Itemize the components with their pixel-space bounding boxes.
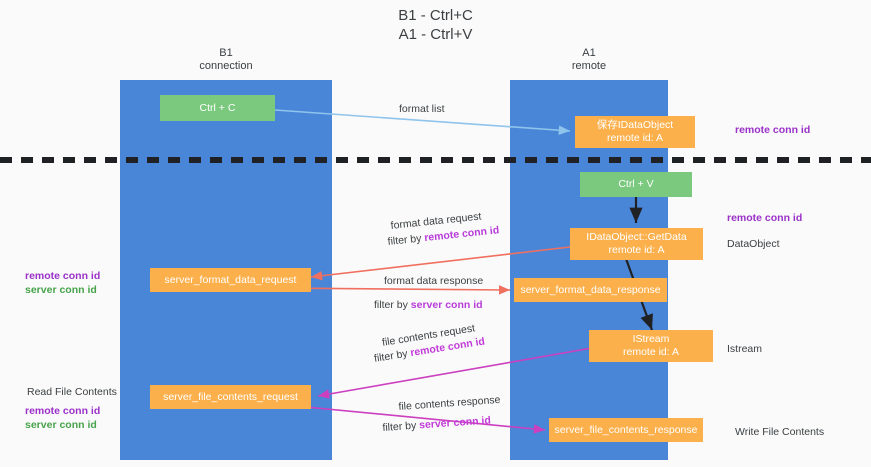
left-label-remote-conn-id-2-text: remote conn id bbox=[25, 405, 101, 417]
node-save-idataobject-line2: remote id: A bbox=[606, 132, 664, 144]
node-server-file-contents-request-label: server_file_contents_request bbox=[163, 390, 298, 403]
node-server-file-contents-response[interactable]: server_file_contents_response bbox=[549, 418, 703, 442]
filter-key-server-conn-id: server conn id bbox=[410, 299, 483, 311]
right-label-remote-conn-id-mid-text: remote conn id bbox=[727, 212, 803, 224]
diagram-title: B1 - Ctrl+C A1 - Ctrl+V bbox=[0, 6, 871, 44]
node-server-format-data-response[interactable]: server_format_data_response bbox=[514, 278, 667, 302]
left-label-server-conn-id-2-text: server conn id bbox=[25, 419, 97, 431]
left-label-server-conn-id-1-text: server conn id bbox=[25, 284, 97, 296]
left-label-server-conn-id-2: server conn id bbox=[25, 418, 97, 432]
lane-header-a1-name: A1 bbox=[582, 47, 596, 59]
left-label-remote-conn-id-2: remote conn id bbox=[25, 404, 100, 418]
node-getdata-line2: remote id: A bbox=[608, 244, 665, 256]
right-label-dataobject-text: DataObject bbox=[727, 238, 780, 250]
node-server-file-contents-response-label: server_file_contents_response bbox=[554, 423, 698, 436]
edge-label-format-list: format list bbox=[399, 102, 445, 116]
edge-label-file-contents-response: file contents response bbox=[398, 393, 501, 414]
right-label-dataobject: DataObject bbox=[727, 237, 780, 251]
node-server-format-data-request[interactable]: server_format_data_request bbox=[150, 268, 311, 292]
right-label-remote-conn-id-top: remote conn id bbox=[735, 123, 810, 137]
node-save-idataobject[interactable]: 保存IDataObject remote id: A bbox=[575, 116, 695, 148]
lane-header-b1-sub: connection bbox=[199, 60, 253, 72]
title-line-2: A1 - Ctrl+V bbox=[398, 26, 473, 43]
filter-key-server-conn-id: server conn id bbox=[418, 414, 492, 432]
lane-header-a1-sub: remote bbox=[571, 60, 607, 72]
node-ctrl-v[interactable]: Ctrl + V bbox=[580, 172, 692, 197]
node-ctrl-c-label: Ctrl + C bbox=[199, 101, 236, 114]
edge-label-format-list-text: format list bbox=[399, 103, 445, 115]
node-server-file-contents-request[interactable]: server_file_contents_request bbox=[150, 385, 311, 409]
edge-label-format-data-response-filter: filter by server conn id bbox=[374, 298, 483, 312]
lane-header-b1: B1 connection bbox=[120, 47, 332, 73]
node-istream-line1: IStream bbox=[632, 333, 670, 345]
node-server-format-data-response-label: server_format_data_response bbox=[520, 283, 661, 296]
node-save-idataobject-line1: 保存IDataObject bbox=[596, 119, 674, 131]
node-idataobject-getdata[interactable]: IDataObject::GetData remote id: A bbox=[570, 228, 703, 260]
node-istream[interactable]: IStream remote id: A bbox=[589, 330, 713, 362]
edge-label-format-data-response: format data response bbox=[384, 274, 483, 288]
node-istream-line2: remote id: A bbox=[622, 346, 680, 358]
left-label-remote-conn-id-1: remote conn id bbox=[25, 269, 100, 283]
right-label-write-file-contents: Write File Contents bbox=[735, 425, 824, 439]
title-line-1: B1 - Ctrl+C bbox=[398, 7, 473, 24]
node-ctrl-c[interactable]: Ctrl + C bbox=[160, 95, 275, 121]
left-label-read-file-contents-text: Read File Contents bbox=[27, 386, 117, 398]
edge-label-file-contents-response-text: file contents response bbox=[398, 393, 501, 413]
node-server-format-data-request-label: server_format_data_request bbox=[164, 273, 297, 286]
edge-label-format-data-response-text: format data response bbox=[384, 275, 484, 287]
right-label-istream-text: Istream bbox=[727, 343, 763, 355]
filter-prefix: filter by bbox=[374, 299, 411, 311]
node-ctrl-v-label: Ctrl + V bbox=[618, 178, 654, 190]
lane-header-a1: A1 remote bbox=[510, 47, 668, 73]
lane-header-b1-name: B1 bbox=[219, 47, 233, 59]
right-label-remote-conn-id-mid: remote conn id bbox=[727, 211, 802, 225]
edge-label-file-contents-response-filter: filter by server conn id bbox=[382, 413, 491, 435]
left-label-remote-conn-id-1-text: remote conn id bbox=[25, 270, 101, 282]
right-label-istream: Istream bbox=[727, 342, 762, 356]
left-label-server-conn-id-1: server conn id bbox=[25, 283, 97, 297]
node-getdata-line1: IDataObject::GetData bbox=[586, 231, 687, 243]
filter-prefix: filter by bbox=[382, 419, 420, 434]
right-label-remote-conn-id-top-text: remote conn id bbox=[735, 124, 811, 136]
left-label-read-file-contents: Read File Contents bbox=[27, 385, 117, 399]
right-label-write-file-contents-text: Write File Contents bbox=[735, 426, 825, 438]
filter-prefix: filter by bbox=[387, 232, 425, 248]
filter-prefix: filter by bbox=[373, 347, 412, 365]
